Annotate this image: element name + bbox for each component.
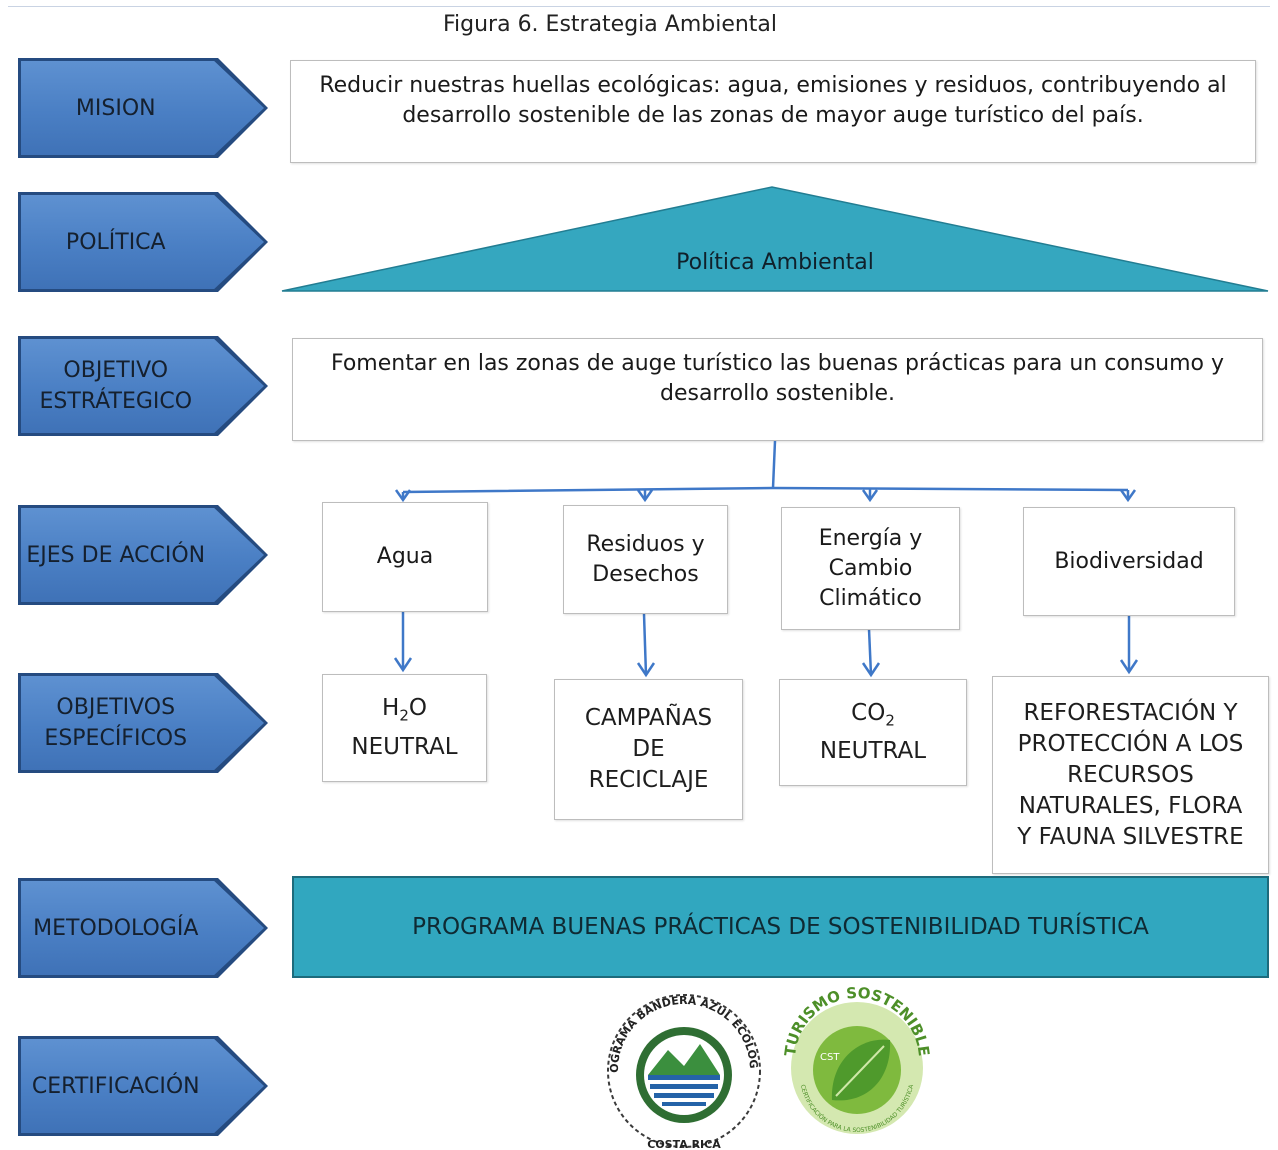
cst-center-text: CST xyxy=(820,1052,840,1063)
top-rule xyxy=(8,6,1270,7)
blue-flag-bottom-text: COSTA RICA xyxy=(647,1138,721,1150)
strategic-objective-text: Fomentar en las zonas de auge turístico … xyxy=(330,351,1225,406)
level-label-politica: POLÍTICA xyxy=(65,229,166,255)
level-label-objetivo-estrategico: OBJETIVO ESTRÁTEGICO xyxy=(39,358,193,414)
blue-flag-logo: PROGRAMA BANDERA AZUL ECOLOGICA COSTA RI… xyxy=(0,0,761,1150)
strategic-objective-box: Fomentar en las zonas de auge turístico … xyxy=(292,338,1263,441)
axis-residuos: Residuos y Desechos xyxy=(563,505,728,614)
h2o-o: O xyxy=(408,695,427,722)
level-arrow-certificacion: CERTIFICACIÓN xyxy=(18,1036,268,1136)
level-arrow-objetivos-especificos: OBJETIVOS ESPECÍFICOS xyxy=(18,673,268,773)
level-label-objetivos-especificos: OBJETIVOS ESPECÍFICOS xyxy=(44,695,188,751)
blue-flag-ring-text: PROGRAMA BANDERA AZUL ECOLOGICA xyxy=(0,0,760,1073)
axis-energia-label: Energía y Cambio Climático xyxy=(818,525,923,611)
cst-logo: CST TURISMO SOSTENIBLE CERTIFICACIÓN PAR… xyxy=(781,984,933,1134)
level-label-metodologia: METODOLOGÍA xyxy=(33,915,199,941)
axis-agua: Agua xyxy=(322,502,488,612)
policy-label: Política Ambiental xyxy=(676,250,874,275)
level-arrow-objetivo-estrategico: OBJETIVO ESTRÁTEGICO xyxy=(18,336,268,436)
h2o-subscript: 2 xyxy=(399,706,409,725)
co2-co: CO xyxy=(851,699,886,726)
co2-subscript: 2 xyxy=(885,711,895,730)
figure-title: Figura 6. Estrategia Ambiental xyxy=(442,12,778,37)
h2o-formula: H2O xyxy=(351,693,457,732)
level-label-certificacion: CERTIFICACIÓN xyxy=(31,1073,200,1099)
axis-biodiversidad-label: Biodiversidad xyxy=(1054,548,1204,574)
mission-box: Reducir nuestras huellas ecológicas: agu… xyxy=(290,60,1256,163)
axis-residuos-label: Residuos y Desechos xyxy=(586,531,705,587)
axis-agua-label: Agua xyxy=(376,544,434,569)
objective-co2-neutral: CO2 NEUTRAL xyxy=(779,679,967,786)
program-label: PROGRAMA BUENAS PRÁCTICAS DE SOSTENIBILI… xyxy=(412,914,1149,940)
objective-h2o-neutral: H2O NEUTRAL xyxy=(322,674,487,782)
level-arrow-metodologia: METODOLOGÍA xyxy=(18,878,268,978)
level-label-ejes: EJES DE ACCIÓN xyxy=(26,542,206,568)
h2o-h: H xyxy=(382,695,400,722)
axis-biodiversidad: Biodiversidad xyxy=(1023,507,1235,616)
co2-neutral-label: NEUTRAL xyxy=(819,738,927,765)
program-box: PROGRAMA BUENAS PRÁCTICAS DE SOSTENIBILI… xyxy=(292,876,1269,978)
axis-energia: Energía y Cambio Climático xyxy=(781,507,960,630)
mission-text: Reducir nuestras huellas ecológicas: agu… xyxy=(319,73,1227,128)
connectors xyxy=(393,440,1139,678)
level-arrow-ejes: EJES DE ACCIÓN xyxy=(18,505,268,605)
campanas-label: CAMPAÑAS DE RECICLAJE xyxy=(584,705,713,793)
reforestacion-label: REFORESTACIÓN Y PROTECCIÓN A LOS RECURSO… xyxy=(1017,699,1244,850)
h2o-neutral-label: NEUTRAL xyxy=(351,733,458,760)
level-arrow-politica: POLÍTICA xyxy=(18,192,268,292)
objective-campanas-reciclaje: CAMPAÑAS DE RECICLAJE xyxy=(554,679,743,820)
policy-triangle xyxy=(281,186,1269,292)
level-arrow-mision: MISION xyxy=(18,58,268,158)
level-label-mision: MISION xyxy=(75,95,156,121)
co2-formula: CO2 xyxy=(820,698,926,737)
objective-reforestacion: REFORESTACIÓN Y PROTECCIÓN A LOS RECURSO… xyxy=(992,676,1269,874)
